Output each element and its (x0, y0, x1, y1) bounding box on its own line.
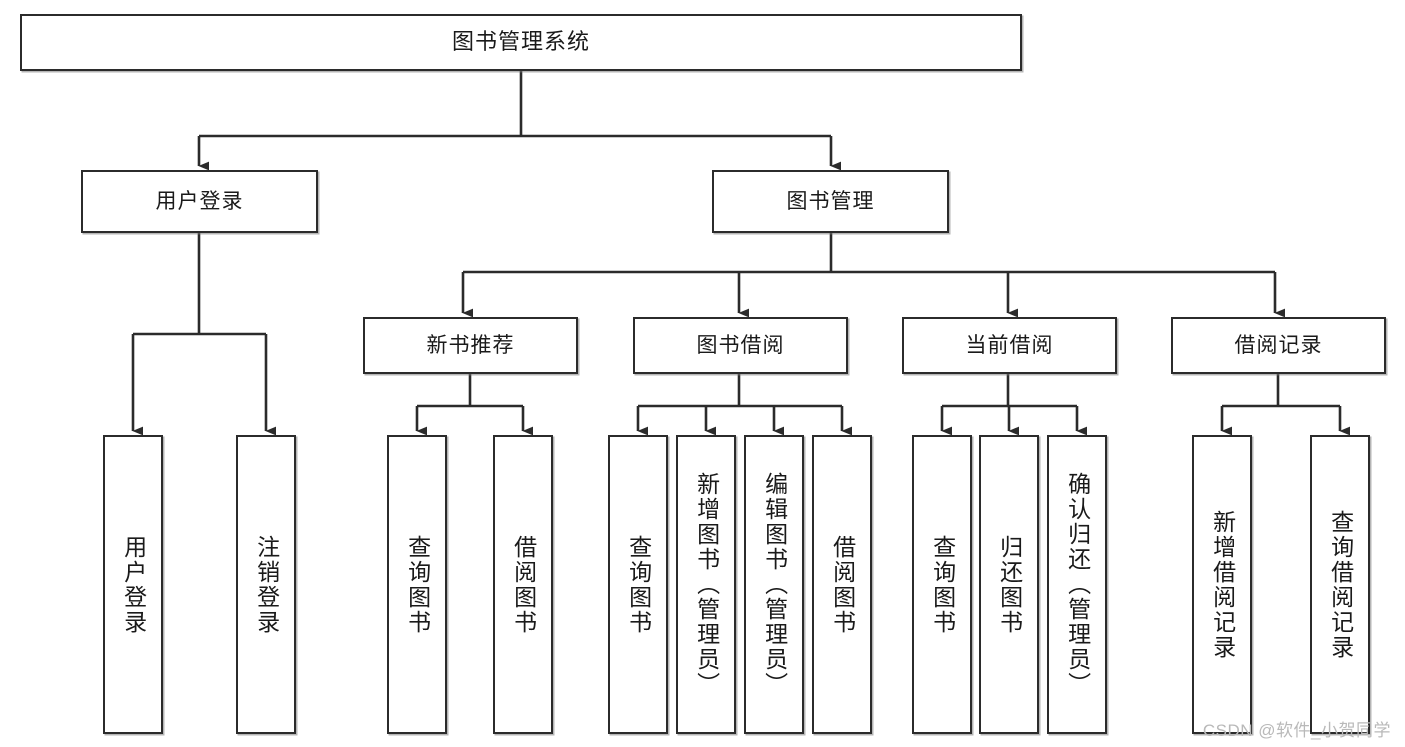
node-root[interactable]: 图书管理系统 (20, 14, 1022, 71)
node-leaf-query-record[interactable]: 查询借阅记录 (1310, 435, 1370, 734)
node-borrow-record-label: 借阅记录 (1234, 333, 1323, 357)
node-leaf-confirm-return[interactable]: 确认归还（管理员） (1047, 435, 1107, 734)
node-leaf-add-record-label: 新增借阅记录 (1209, 509, 1236, 660)
node-leaf-user-login[interactable]: 用户登录 (103, 435, 163, 734)
node-root-label: 图书管理系统 (451, 29, 590, 55)
node-leaf-logout-login-label: 注销登录 (253, 534, 280, 635)
node-leaf-query-record-label: 查询借阅记录 (1327, 509, 1354, 660)
node-leaf-borrow-book-1-label: 借阅图书 (510, 534, 537, 635)
node-borrow-record[interactable]: 借阅记录 (1171, 317, 1386, 374)
node-book-borrow[interactable]: 图书借阅 (633, 317, 848, 374)
node-leaf-add-record[interactable]: 新增借阅记录 (1192, 435, 1252, 734)
node-leaf-query-book-1[interactable]: 查询图书 (387, 435, 447, 734)
node-new-book-recommend-label: 新书推荐 (426, 333, 515, 357)
node-leaf-logout-login[interactable]: 注销登录 (236, 435, 296, 734)
node-leaf-query-book-2-label: 查询图书 (625, 534, 652, 635)
node-leaf-query-book-3-label: 查询图书 (929, 534, 956, 635)
node-leaf-borrow-book-1[interactable]: 借阅图书 (493, 435, 553, 734)
node-leaf-query-book-1-label: 查询图书 (404, 534, 431, 635)
node-leaf-edit-book[interactable]: 编辑图书（管理员） (744, 435, 804, 734)
node-leaf-user-login-label: 用户登录 (120, 534, 147, 635)
node-current-borrow-label: 当前借阅 (965, 333, 1054, 357)
node-leaf-query-book-2[interactable]: 查询图书 (608, 435, 668, 734)
node-leaf-edit-book-label: 编辑图书（管理员） (761, 472, 788, 697)
node-leaf-add-book-label: 新增图书（管理员） (693, 472, 720, 697)
node-leaf-query-book-3[interactable]: 查询图书 (912, 435, 972, 734)
node-leaf-borrow-book-2[interactable]: 借阅图书 (812, 435, 872, 734)
node-leaf-return-book[interactable]: 归还图书 (979, 435, 1039, 734)
node-book-borrow-label: 图书借阅 (696, 333, 785, 357)
node-leaf-return-book-label: 归还图书 (996, 534, 1023, 635)
node-new-book-recommend[interactable]: 新书推荐 (363, 317, 578, 374)
node-leaf-borrow-book-2-label: 借阅图书 (829, 534, 856, 635)
node-book-manage[interactable]: 图书管理 (712, 170, 949, 233)
node-current-borrow[interactable]: 当前借阅 (902, 317, 1117, 374)
node-leaf-confirm-return-label: 确认归还（管理员） (1064, 472, 1091, 697)
node-user-login[interactable]: 用户登录 (81, 170, 318, 233)
node-leaf-add-book[interactable]: 新增图书（管理员） (676, 435, 736, 734)
node-user-login-label: 用户登录 (155, 189, 244, 213)
node-book-manage-label: 图书管理 (786, 189, 875, 213)
